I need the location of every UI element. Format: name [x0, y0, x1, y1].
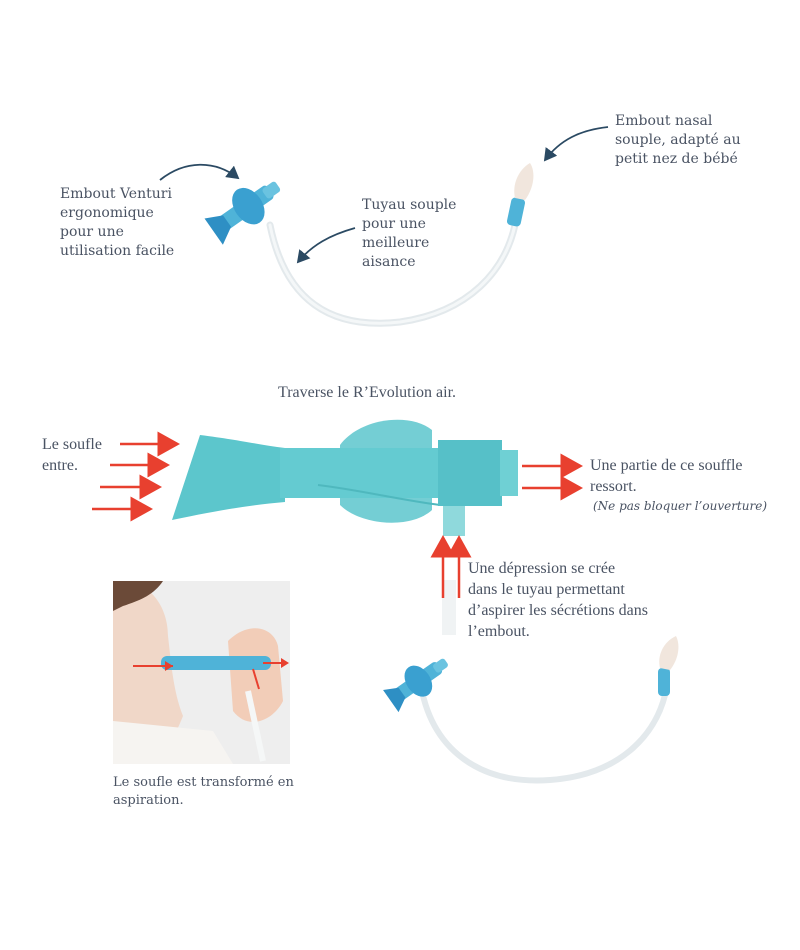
bottom-device-illustration [0, 0, 800, 950]
